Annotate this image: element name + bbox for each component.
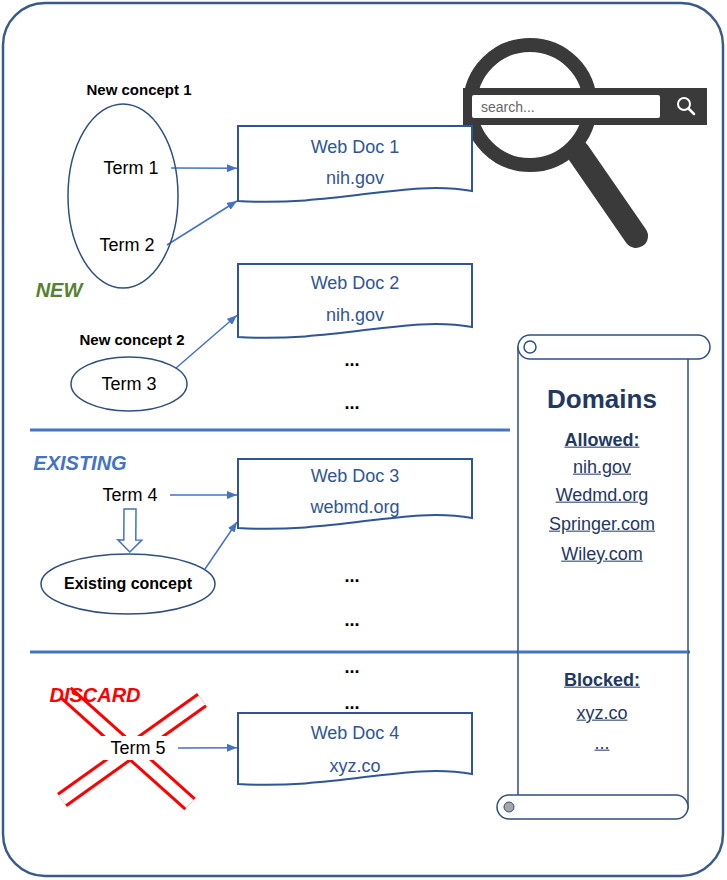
ellipsis-mark: ... <box>344 350 359 371</box>
section-divider <box>30 651 690 654</box>
term-label: Term 2 <box>99 235 154 256</box>
concept-heading: New concept 2 <box>79 331 184 348</box>
domain-item: xyz.co <box>576 703 627 724</box>
ellipsis-mark: ... <box>344 610 359 631</box>
link-arrow <box>205 522 237 569</box>
web-document: Web Doc 3 webmd.org <box>237 458 473 532</box>
domain-item: nih.gov <box>573 457 631 478</box>
domains-scroll: DomainsAllowed: nih.govWedmd.orgSpringer.… <box>495 333 712 823</box>
web-document: Web Doc 4 xyz.co <box>237 712 473 788</box>
link-arrow <box>176 315 237 368</box>
link-arrow <box>178 747 237 749</box>
scroll-heading: Domains <box>547 385 657 415</box>
outer-frame <box>3 3 723 876</box>
term-label: Term 1 <box>103 158 158 179</box>
section-heading: EXISTING <box>33 452 126 475</box>
domain-item: ... <box>594 733 609 754</box>
concept-label: Existing concept <box>64 575 192 593</box>
doc-title: Web Doc 2 <box>311 273 400 294</box>
term-label: Term 3 <box>101 374 156 395</box>
ellipsis-mark: ... <box>344 393 359 414</box>
doc-title: Web Doc 3 <box>311 466 400 487</box>
web-document: Web Doc 1 nih.gov <box>237 125 473 205</box>
concept-heading: New concept 1 <box>86 81 191 98</box>
search-placeholder: search... <box>481 98 535 114</box>
web-document: Web Doc 2 nih.gov <box>237 263 473 341</box>
term-text-node: Term 1 <box>94 156 168 180</box>
list-heading: Allowed: <box>565 430 640 451</box>
magnifier-illustration <box>470 45 636 236</box>
ellipsis-mark: ... <box>344 693 359 714</box>
link-arrow <box>170 494 237 496</box>
list-heading: Blocked: <box>564 670 640 691</box>
domain-item: Wedmd.org <box>556 485 649 506</box>
concept-ellipse: New concept 2 Term 3 <box>50 328 215 413</box>
ellipsis-mark: ... <box>344 657 359 678</box>
term-label: Term 5 <box>110 738 165 759</box>
term-label: Term 4 <box>102 485 157 506</box>
existing-concept-ellipse: Existing concept <box>40 553 216 615</box>
term-text-node: Term 2 <box>90 233 164 257</box>
domain-item: Wiley.com <box>561 544 643 565</box>
section-heading: DISCARD <box>49 684 140 707</box>
doc-title: Web Doc 1 <box>311 137 400 158</box>
section-heading: NEW <box>36 279 83 302</box>
term-text-node: Term 4 <box>93 483 167 507</box>
section-divider <box>30 429 510 432</box>
domain-item: Springer.com <box>549 514 655 535</box>
doc-domain: xyz.co <box>329 756 380 777</box>
doc-domain: webmd.org <box>310 497 399 518</box>
term-text-node: Term 5 <box>101 736 175 760</box>
doc-domain: nih.gov <box>326 305 384 326</box>
ellipsis-mark: ... <box>344 566 359 587</box>
concept-ellipse: New concept 1 Term 1 Term 2 <box>55 78 225 293</box>
link-arrow <box>171 167 237 169</box>
doc-domain: nih.gov <box>326 168 384 189</box>
search-bar: search... <box>463 88 707 125</box>
block-arrow <box>118 509 142 552</box>
concept-ellipse-outline <box>55 78 225 293</box>
doc-title: Web Doc 4 <box>311 723 400 744</box>
